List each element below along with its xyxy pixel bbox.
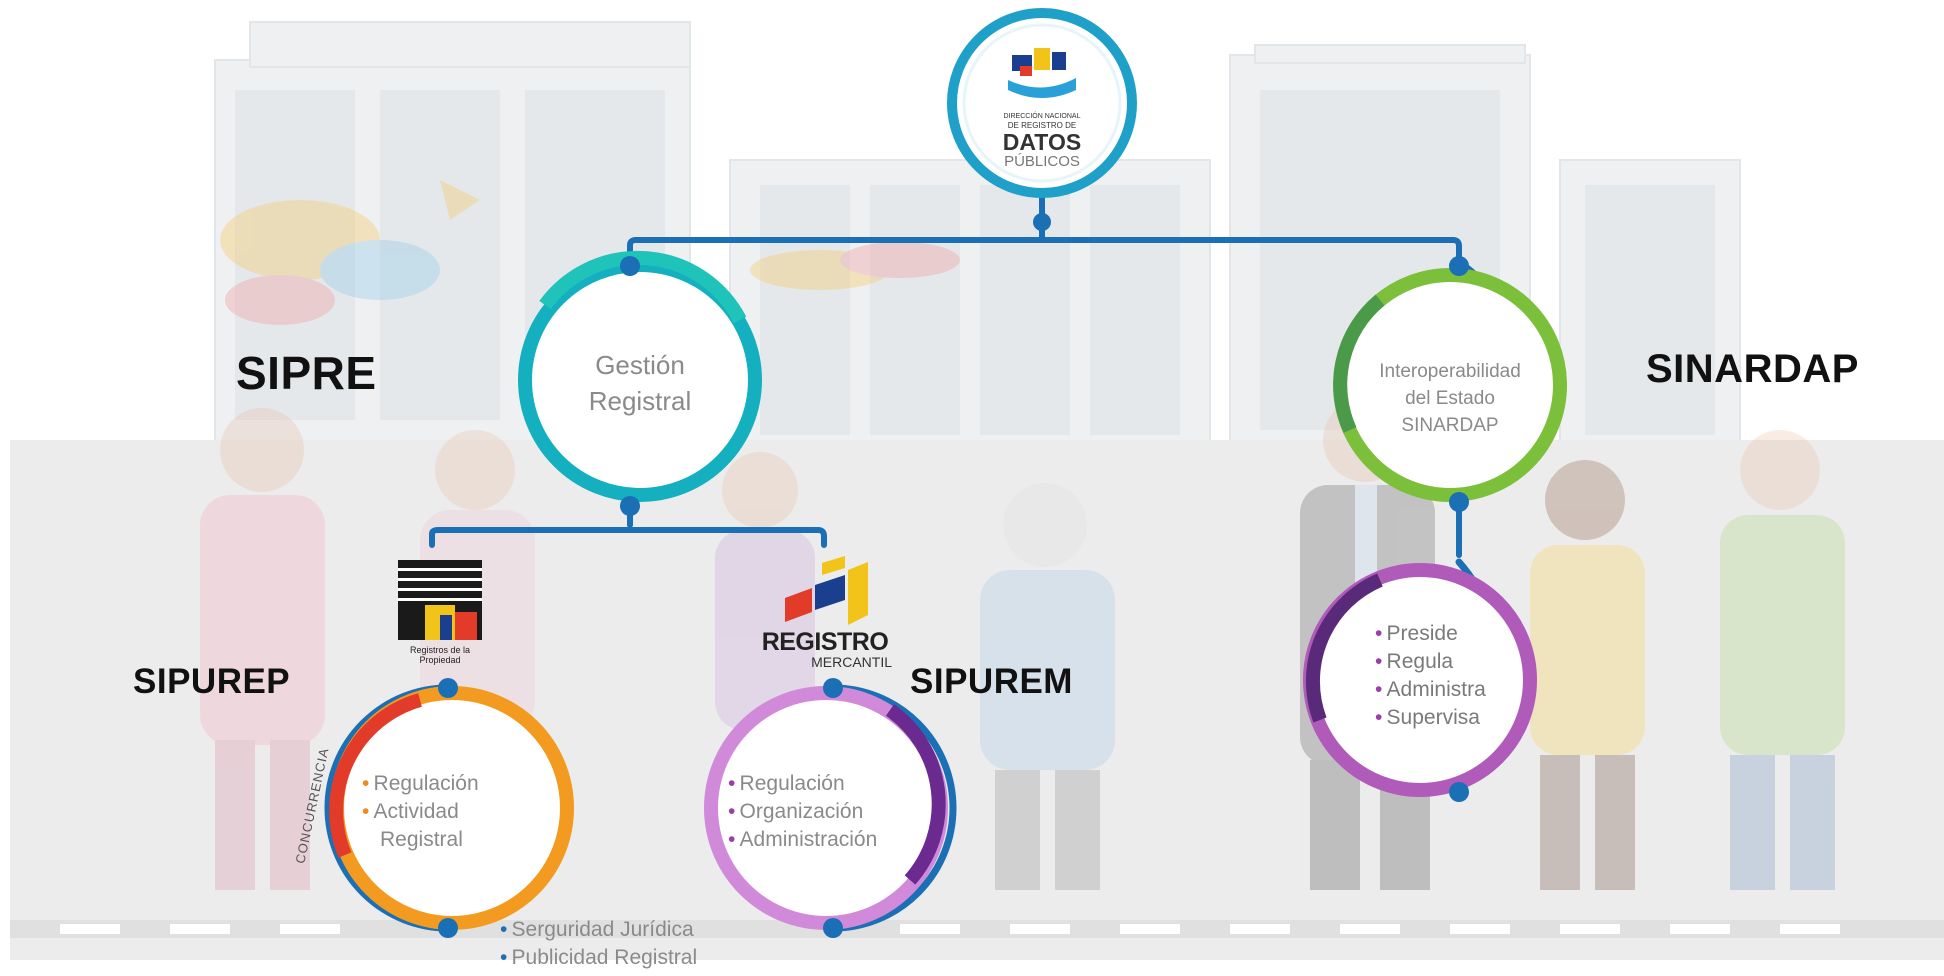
sipurep-item: Registral: [380, 828, 463, 851]
propiedad-logo-line-1: Registros de la: [409, 645, 471, 655]
sipurem-items-list: Regulación Organización Administración: [728, 770, 878, 854]
sinardap-function-item: Supervisa: [1375, 704, 1486, 732]
connector-sipre-bar: [429, 527, 827, 548]
sipre-node-line-1: Gestión: [595, 350, 685, 380]
sipre-label: SIPRE: [236, 347, 377, 399]
mercantil-logo: [785, 556, 868, 625]
sinardap-function-item: Administra: [1375, 676, 1486, 704]
sinardap-node-line-3: SINARDAP: [1401, 415, 1499, 436]
sipre-node-line-2: Registral: [588, 386, 692, 416]
sinardap-node-line-2: del Estado: [1405, 388, 1495, 409]
sipurem-label: SIPUREM: [910, 662, 1073, 701]
mercantil-logo-caption: REGISTRO MERCANTIL: [750, 628, 900, 670]
sipre-node: [518, 250, 762, 502]
root-logo-line-4: PÚBLICOS: [1004, 153, 1080, 170]
sinardap-function-item: Preside: [1375, 620, 1486, 648]
root-node: [947, 8, 1137, 198]
root-logo-line-2: DE REGISTRO DE: [1007, 121, 1077, 130]
mercantil-logo-line-1: REGISTRO: [761, 628, 889, 656]
sipurem-item: Organización: [728, 798, 877, 826]
sipurep-items-list: Regulación Actividad Registral: [362, 770, 479, 854]
sinardap-functions-list: Preside Regula Administra Supervisa: [1375, 620, 1486, 732]
root-logo-line-1: DIRECCIÓN NACIONAL: [1003, 113, 1081, 120]
sipre-node-text: Gestión Registral: [560, 347, 720, 419]
footer-item: Serguridad Jurídica: [500, 916, 697, 944]
sinardap-label: SINARDAP: [1646, 347, 1859, 391]
root-logo-mark: [1008, 48, 1076, 98]
sinardap-node-text: Interoperabilidad del Estado SINARDAP: [1350, 358, 1550, 439]
sipurep-item: Regulación: [362, 770, 479, 798]
footer-list: Serguridad Jurídica Publicidad Registral: [500, 916, 698, 972]
sipurep-item: Actividad: [362, 798, 479, 826]
root-logo-line-3: DATOS: [1002, 129, 1082, 155]
connector-level1-bar: [627, 237, 1462, 265]
sipurem-item: Administración: [728, 826, 878, 854]
mercantil-logo-line-2: MERCANTIL: [811, 654, 892, 670]
sipurem-item: Regulación: [728, 770, 877, 798]
propiedad-logo-caption: Registros de la Propiedad: [378, 645, 502, 665]
sinardap-function-item: Regula: [1375, 648, 1486, 676]
footer-item: Publicidad Registral: [500, 944, 698, 972]
sinardap-node-line-1: Interoperabilidad: [1379, 361, 1521, 382]
root-logo-text: DIRECCIÓN NACIONAL DE REGISTRO DE DATOS …: [972, 113, 1112, 169]
propiedad-logo: [398, 560, 482, 640]
propiedad-logo-line-2: Propiedad: [419, 655, 461, 665]
sinardap-node: [1333, 258, 1567, 502]
sipurep-label: SIPUREP: [133, 662, 291, 701]
